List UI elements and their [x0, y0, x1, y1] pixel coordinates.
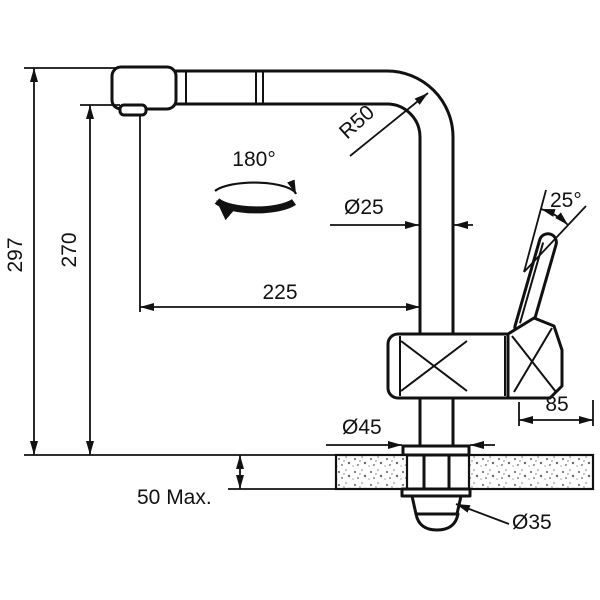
dim-lever-angle-label: 25° — [550, 189, 582, 212]
dim-base-diameter-label: Ø45 — [342, 416, 382, 439]
countertop-left — [334, 453, 409, 491]
dim-pipe-diameter-label: Ø25 — [344, 196, 384, 219]
dimension-labels: 297 270 225 Ø25 R50 180° 25° 85 Ø45 50 M… — [4, 101, 582, 534]
angle-line-tilted — [523, 205, 587, 273]
leader-hole-diameter — [455, 503, 510, 525]
dim-hole-diameter-label: Ø35 — [512, 511, 552, 534]
dim-spout-height-label: 270 — [58, 232, 81, 267]
countertop-right — [467, 453, 595, 491]
mounting-dome — [414, 512, 460, 532]
dimension-lines — [24, 67, 594, 525]
swivel-arrow-bottom — [214, 198, 296, 221]
mounting-nut — [410, 494, 463, 516]
angle-arc — [540, 208, 569, 226]
countertop-and-mounting — [334, 453, 595, 532]
pullout-spray-head — [110, 65, 178, 111]
spray-nozzle — [118, 103, 148, 117]
mixer-body — [386, 332, 518, 400]
dim-swivel-angle-label: 180° — [232, 148, 275, 171]
base-flange — [401, 444, 471, 457]
dim-total-height-label: 297 — [4, 237, 27, 272]
handle-base-facet-2 — [513, 327, 553, 393]
swivel-arrow-top — [214, 179, 298, 195]
dim-counter-thickness-label: 50 Max. — [137, 486, 212, 509]
dim-handle-offset-label: 85 — [545, 393, 568, 416]
dim-spout-reach-label: 225 — [262, 281, 297, 304]
faucet-spout-tube — [168, 69, 455, 339]
leader-bend-radius — [349, 92, 429, 157]
angle-line-vertical — [523, 189, 547, 273]
body-cone-line-2 — [400, 340, 468, 392]
handle-base-facet-1 — [511, 335, 557, 393]
